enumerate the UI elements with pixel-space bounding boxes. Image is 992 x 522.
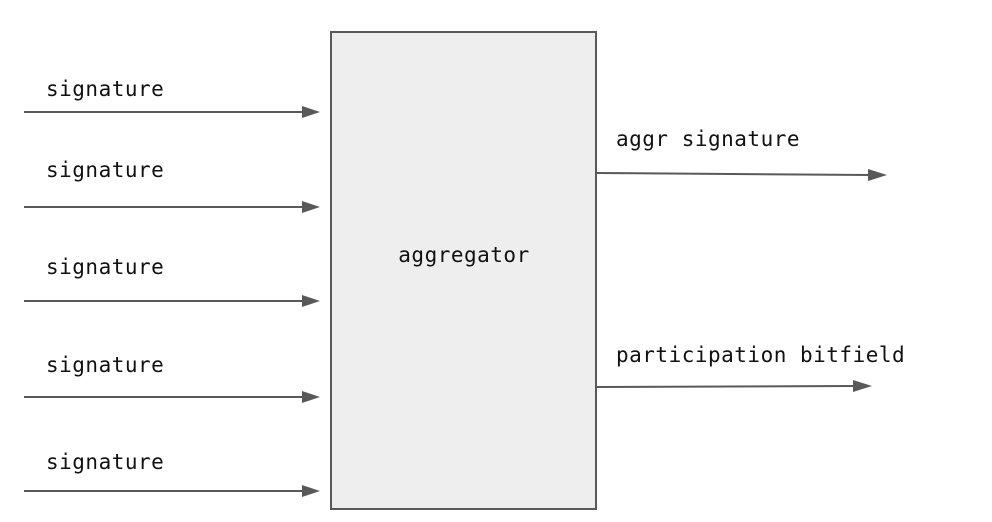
- input-arrow-2: signature: [24, 158, 320, 213]
- arrowhead-icon: [302, 295, 320, 307]
- output-arrow-participation-bitfield: participation bitfield: [595, 343, 905, 392]
- input-label-3: signature: [46, 255, 164, 279]
- input-label-4: signature: [46, 353, 164, 377]
- aggregator-box: [330, 31, 597, 510]
- input-arrow-5: signature: [24, 450, 320, 497]
- output-arrow-aggr-signature: aggr signature: [595, 127, 887, 181]
- input-label-5: signature: [46, 450, 164, 474]
- arrowhead-icon: [302, 485, 320, 497]
- input-arrow-4: signature: [24, 353, 320, 403]
- arrowhead-icon: [853, 380, 872, 392]
- input-label-2: signature: [46, 158, 164, 182]
- input-arrow-1: signature: [24, 77, 320, 118]
- arrowhead-icon: [302, 106, 320, 118]
- input-arrow-3: signature: [24, 255, 320, 307]
- aggregator-label: aggregator: [398, 243, 529, 267]
- output-label-aggr-signature: aggr signature: [616, 127, 800, 151]
- arrowhead-icon: [302, 201, 320, 213]
- arrowhead-icon: [302, 391, 320, 403]
- input-label-1: signature: [46, 77, 164, 101]
- output-label-participation-bitfield: participation bitfield: [616, 343, 905, 367]
- arrowhead-icon: [868, 169, 887, 181]
